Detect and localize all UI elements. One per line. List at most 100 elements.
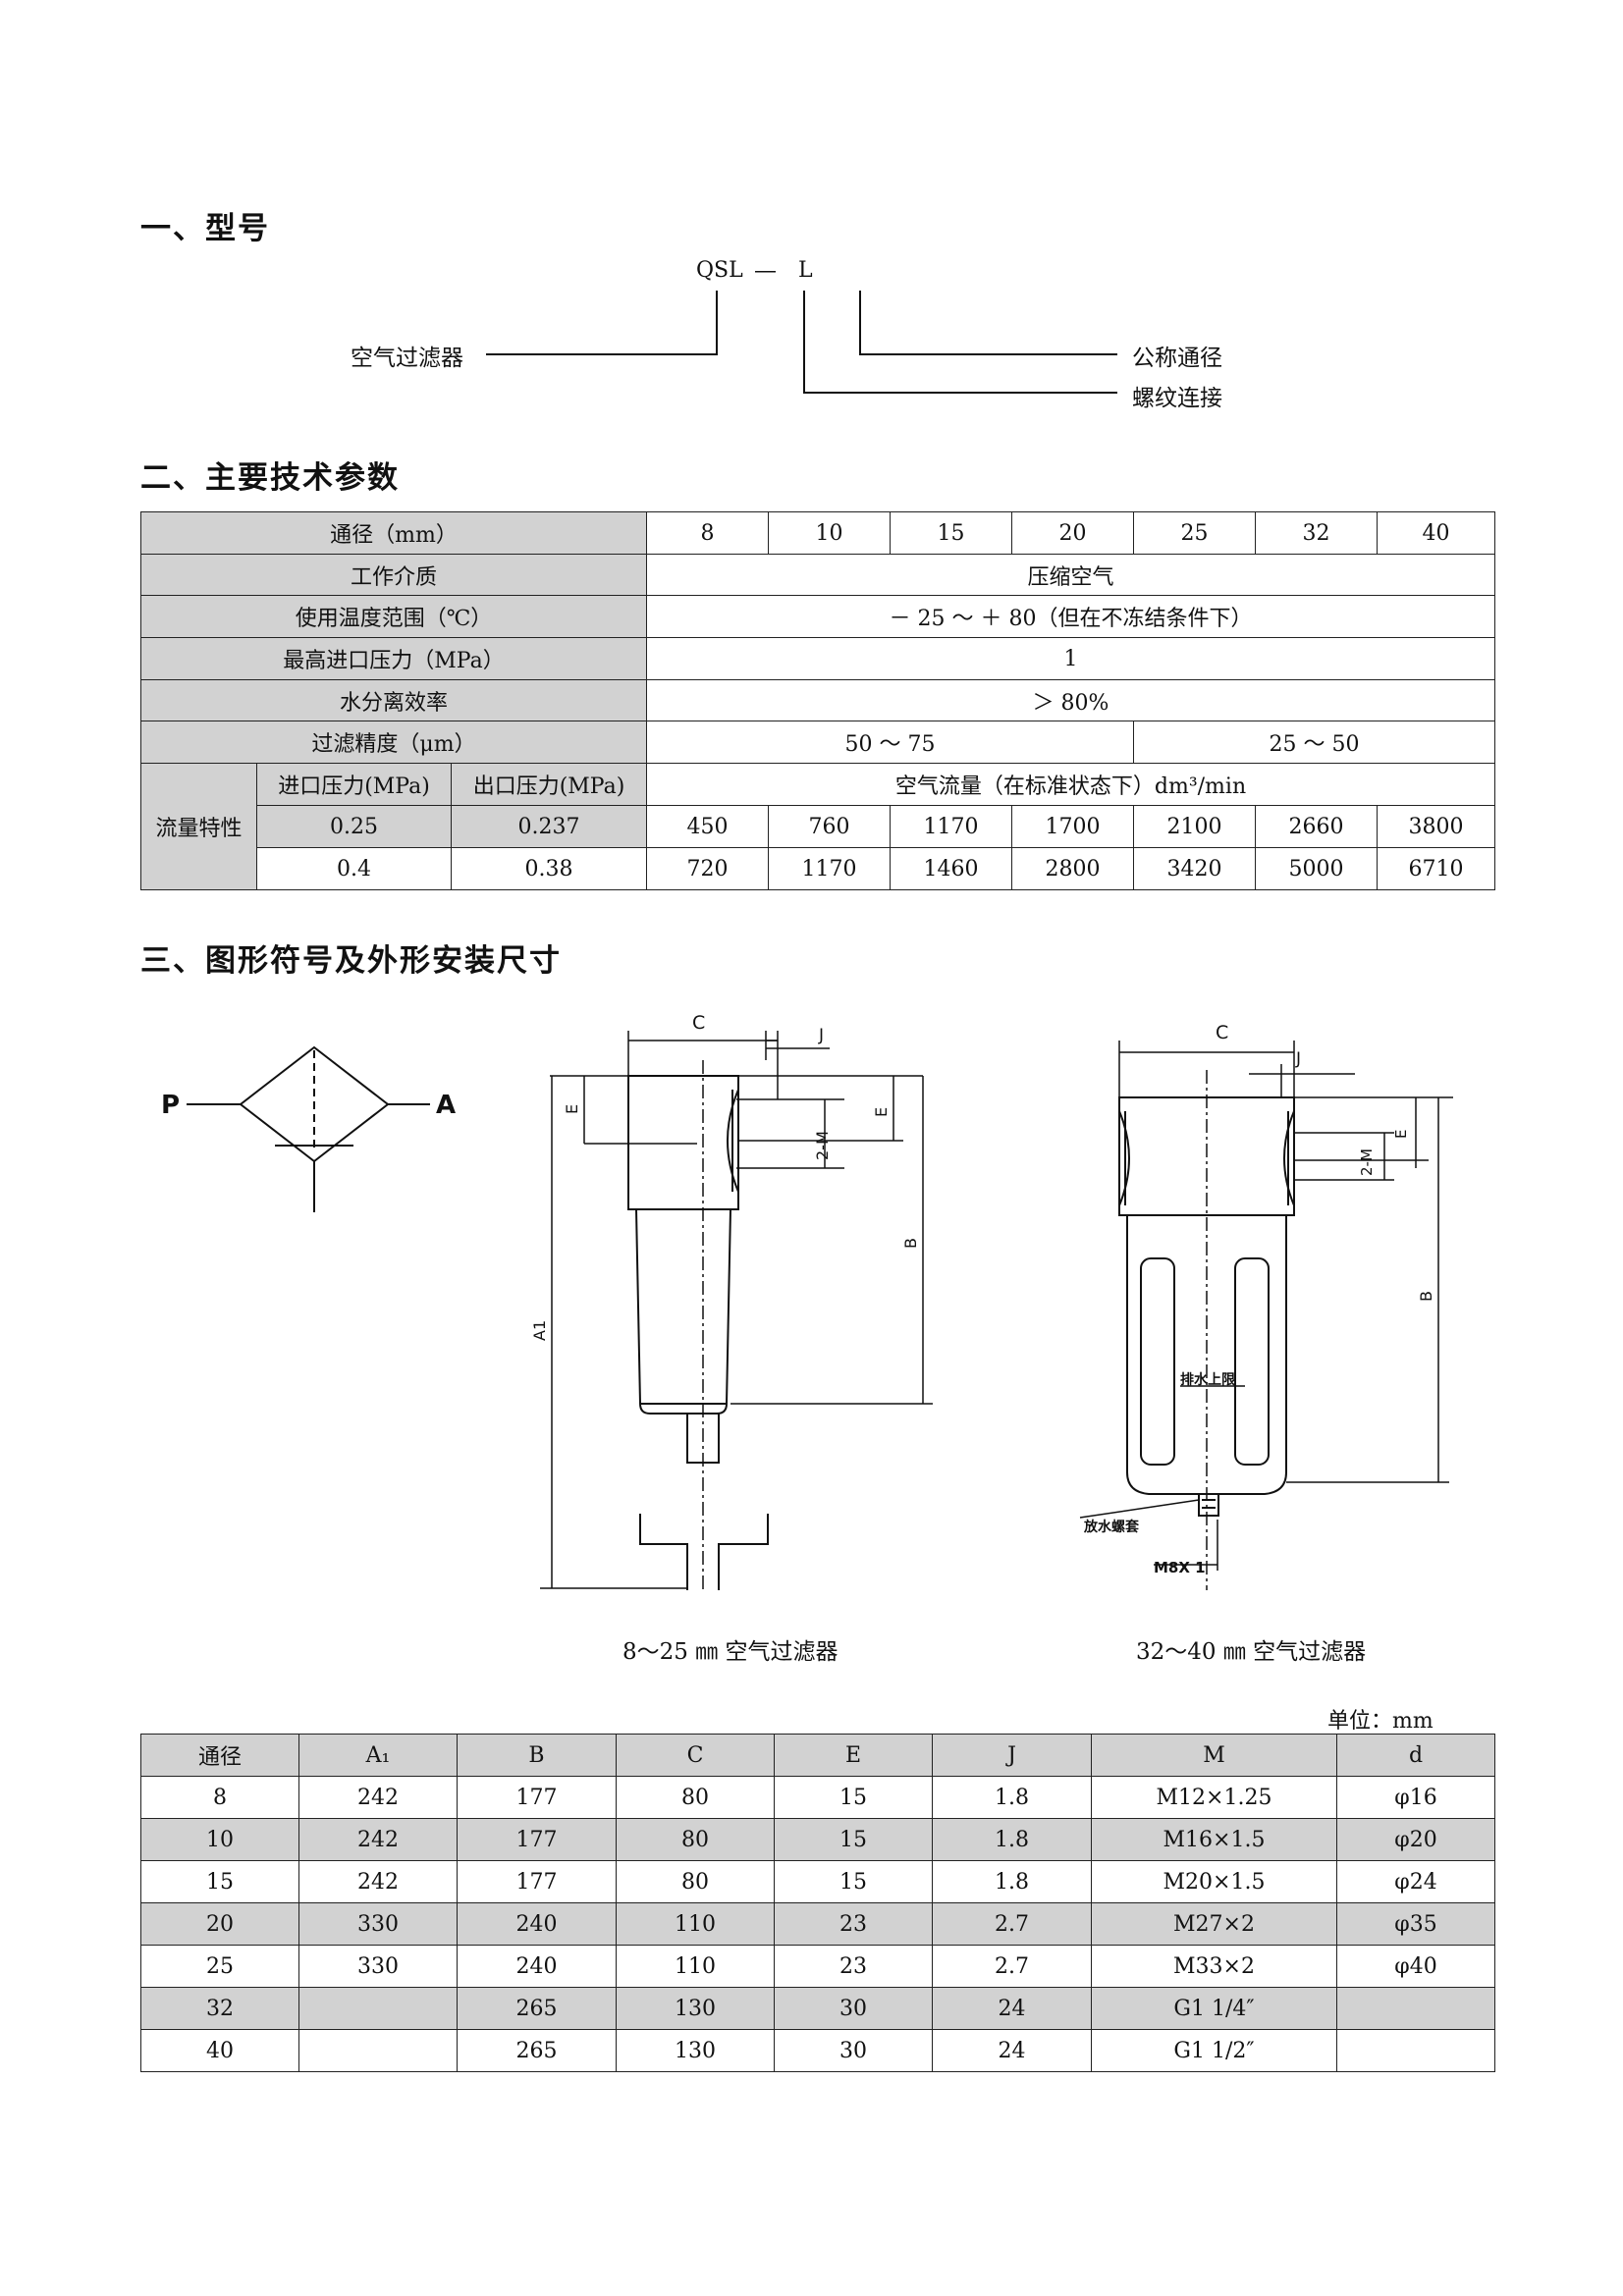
dims-cell: 32 xyxy=(140,1987,299,2030)
dims-cell: φ35 xyxy=(1336,1902,1495,1946)
dims-cell: 110 xyxy=(616,1902,775,1946)
params-bore-cell: 10 xyxy=(768,511,891,555)
dims-cell: 177 xyxy=(457,1860,617,1903)
caption-large-filter: 32～40 ㎜ 空气过滤器 xyxy=(1136,1639,1367,1665)
dims-cell: 80 xyxy=(616,1776,775,1819)
params-label-medium: 工作介质 xyxy=(140,554,647,596)
dim-b-large: B xyxy=(1417,1291,1435,1302)
dim-e-large: E xyxy=(1392,1130,1410,1139)
dims-cell xyxy=(1336,1987,1495,2030)
dims-row: 15 242 177 80 15 1.8 M20×1.5 φ24 xyxy=(140,1860,1495,1903)
dim-e-right-small: E xyxy=(872,1107,891,1117)
dims-cell: 130 xyxy=(616,2029,775,2072)
dim-j-large: J xyxy=(1295,1049,1301,1069)
dims-row: 25 330 240 110 23 2.7 M33×2 φ40 xyxy=(140,1945,1495,1988)
dims-cell: 240 xyxy=(457,1945,617,1988)
params-flow-cell: 1170 xyxy=(768,847,891,890)
dims-cell: 177 xyxy=(457,1776,617,1819)
dims-cell xyxy=(1336,2029,1495,2072)
params-flow-cell: 2660 xyxy=(1255,805,1378,848)
section-title-drawings: 三、图形符号及外形安装尺寸 xyxy=(140,943,562,979)
dims-cell: 23 xyxy=(774,1945,933,1988)
params-flow-cell: 5000 xyxy=(1255,847,1378,890)
params-flow-cell: 1170 xyxy=(890,805,1012,848)
dims-cell: 177 xyxy=(457,1818,617,1861)
dim-m-large: 2-M xyxy=(1358,1148,1376,1176)
params-flow-cell: 3420 xyxy=(1133,847,1256,890)
model-code-dash: — xyxy=(754,258,777,284)
params-row-precision: 过滤精度（μm） 50 ～ 75 25 ～ 50 xyxy=(140,721,1495,764)
dims-cell: 2.7 xyxy=(932,1945,1092,1988)
dims-row: 8 242 177 80 15 1.8 M12×1.25 φ16 xyxy=(140,1776,1495,1819)
dims-cell: 242 xyxy=(298,1776,458,1819)
params-label-temp: 使用温度范围（℃） xyxy=(140,595,647,638)
dims-header-cell: A₁ xyxy=(298,1734,458,1777)
dims-cell: 23 xyxy=(774,1902,933,1946)
dims-cell: 80 xyxy=(616,1860,775,1903)
dims-cell: 242 xyxy=(298,1818,458,1861)
dim-j-small: J xyxy=(818,1026,824,1045)
params-label-pmax: 最高进口压力（MPa） xyxy=(140,637,647,680)
params-flow-cell: 6710 xyxy=(1377,847,1495,890)
model-label-thread: 螺纹连接 xyxy=(1132,386,1222,411)
params-row-flow-2: 0.4 0.38 720 1170 1460 2800 3420 5000 67… xyxy=(141,847,1495,890)
dims-cell: M20×1.5 xyxy=(1091,1860,1337,1903)
params-bore-cell: 15 xyxy=(890,511,1012,555)
params-bore-cell: 25 xyxy=(1133,511,1256,555)
dims-cell: 15 xyxy=(774,1860,933,1903)
dims-header-cell: C xyxy=(616,1734,775,1777)
drawing-large-filter: C J 2-M E B 排水上限 放水螺套 M8X 1 xyxy=(1079,1022,1453,1590)
model-label-nominal: 公称通径 xyxy=(1132,346,1222,371)
dims-cell: 242 xyxy=(298,1860,458,1903)
dims-cell: 24 xyxy=(932,1987,1092,2030)
params-bore-cell: 8 xyxy=(646,511,769,555)
dims-cell: 265 xyxy=(457,1987,617,2030)
model-leader-lines xyxy=(486,291,1117,394)
dims-cell: G1 1/2″ xyxy=(1091,2029,1337,2072)
params-flow-cell: 450 xyxy=(646,805,769,848)
dims-cell xyxy=(298,2029,458,2072)
caption-small-filter: 8～25 ㎜ 空气过滤器 xyxy=(622,1639,839,1665)
params-row-bore: 通径（mm） 8 10 15 20 25 32 40 xyxy=(140,511,1495,555)
model-label-filter: 空气过滤器 xyxy=(351,346,463,371)
dims-header-cell: d xyxy=(1336,1734,1495,1777)
dims-header-row: 通径 A₁ B C E J M d xyxy=(140,1734,1495,1777)
params-flow-cell: 2100 xyxy=(1133,805,1256,848)
params-flow-out: 0.237 xyxy=(451,805,647,848)
dims-cell: 10 xyxy=(140,1818,299,1861)
dims-cell: φ40 xyxy=(1336,1945,1495,1988)
params-flow-out: 0.38 xyxy=(451,847,647,890)
params-label-inlet: 进口压力(MPa) xyxy=(256,763,452,806)
dim-b-small: B xyxy=(901,1238,920,1249)
drawing-small-filter: C J E 2-M E B A1 xyxy=(530,1012,933,1590)
dims-unit-label: 单位：mm xyxy=(1327,1709,1434,1734)
dims-cell: M27×2 xyxy=(1091,1902,1337,1946)
params-row-flow-1: 0.25 0.237 450 760 1170 1700 2100 2660 3… xyxy=(141,805,1495,848)
symbol-port-a: A xyxy=(436,1091,456,1120)
dims-header-cell: E xyxy=(774,1734,933,1777)
params-flow-in: 0.4 xyxy=(256,847,452,890)
dims-cell: 2.7 xyxy=(932,1902,1092,1946)
dims-cell: 130 xyxy=(616,1987,775,2030)
params-bore-cell: 40 xyxy=(1377,511,1495,555)
params-bore-cell: 20 xyxy=(1011,511,1134,555)
dims-cell: 15 xyxy=(140,1860,299,1903)
section-title-model: 一、型号 xyxy=(140,211,270,246)
dims-header-cell: J xyxy=(932,1734,1092,1777)
dims-row: 10 242 177 80 15 1.8 M16×1.5 φ20 xyxy=(140,1818,1495,1861)
dims-cell: 1.8 xyxy=(932,1776,1092,1819)
params-row-temp: 使用温度范围（℃） － 25 ～ ＋ 80（但在不冻结条件下） xyxy=(140,595,1495,638)
params-flow-cell: 2800 xyxy=(1011,847,1134,890)
params-label-airflow: 空气流量（在标准状态下）dm³/min xyxy=(646,763,1495,806)
params-value-pmax: 1 xyxy=(646,637,1495,680)
dims-cell: 25 xyxy=(140,1945,299,1988)
params-row-eff: 水分离效率 ＞ 80% xyxy=(140,679,1495,721)
params-label-eff: 水分离效率 xyxy=(140,679,647,721)
params-value-eff: ＞ 80% xyxy=(646,679,1495,721)
params-flow-cell: 3800 xyxy=(1377,805,1495,848)
dims-header-cell: B xyxy=(457,1734,617,1777)
dims-cell: M12×1.25 xyxy=(1091,1776,1337,1819)
dims-cell: 80 xyxy=(616,1818,775,1861)
dims-cell: 15 xyxy=(774,1776,933,1819)
dims-cell: 1.8 xyxy=(932,1818,1092,1861)
